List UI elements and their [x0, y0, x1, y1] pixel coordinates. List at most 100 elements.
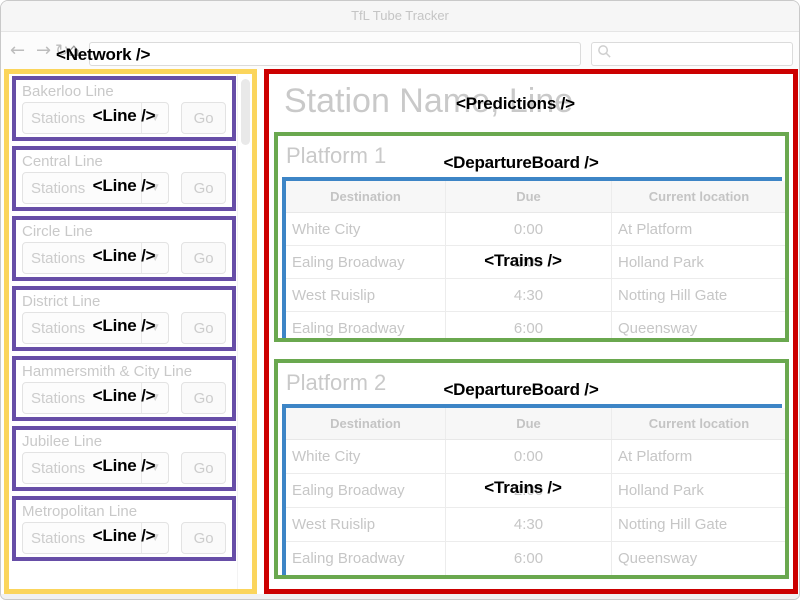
search-box[interactable] — [591, 42, 793, 66]
line-controls: Stations ▼ Go — [22, 382, 226, 414]
line-annotation: <Line /> — [92, 456, 156, 475]
platform-title: Platform 1 — [286, 143, 387, 168]
destination-cell: West Ruislip — [286, 507, 446, 542]
stations-select-value: Stations — [31, 179, 86, 197]
location-cell: At Platform — [611, 212, 785, 246]
line-name: Circle Line — [22, 223, 93, 240]
line-annotation: <Line /> — [92, 526, 156, 545]
stations-select[interactable]: Stations ▼ — [22, 452, 170, 484]
title-bar: TfL Tube Tracker — [1, 1, 799, 32]
departure-board-annotation: <DepartureBoard /> — [443, 153, 599, 172]
line-controls: Stations ▼ Go — [22, 242, 226, 274]
line-name: Hammersmith & City Line — [22, 363, 193, 380]
line-controls: Stations ▼ Go — [22, 102, 226, 134]
stations-select[interactable]: Stations ▼ — [22, 172, 170, 204]
line-card: Metropolitan Line <Line /> Stations ▼ Go — [12, 496, 236, 561]
scrollbar-thumb[interactable] — [241, 79, 250, 145]
due-cell: 0:00 — [445, 439, 612, 474]
line-name: Jubilee Line — [22, 433, 103, 450]
go-button[interactable]: Go — [181, 102, 226, 134]
destination-cell: Ealing Broadway — [286, 473, 446, 508]
go-button[interactable]: Go — [181, 172, 226, 204]
line-controls: Stations ▼ Go — [22, 172, 226, 204]
line-annotation: <Line /> — [92, 106, 156, 125]
column-header: Due — [445, 408, 612, 440]
scrollbar-track — [237, 74, 238, 589]
column-header: Destination — [286, 408, 446, 440]
go-button[interactable]: Go — [181, 312, 226, 344]
column-header: Destination — [286, 181, 446, 213]
forward-icon[interactable]: → — [36, 33, 51, 69]
trains-annotation: <Trains /> — [484, 478, 562, 497]
line-list: Bakerloo Line <Line /> Stations ▼ Go Cen… — [12, 76, 252, 561]
stations-select-value: Stations — [31, 249, 86, 267]
stations-select-value: Stations — [31, 459, 86, 477]
due-cell: 2:00 — [445, 245, 612, 279]
location-cell: Notting Hill Gate — [611, 278, 785, 312]
stations-select[interactable]: Stations ▼ — [22, 102, 170, 134]
reload-icon[interactable]: ↻ — [55, 33, 69, 69]
network-panel: Bakerloo Line <Line /> Stations ▼ Go Cen… — [4, 69, 257, 594]
due-cell: 4:30 — [445, 278, 612, 312]
line-card: Jubilee Line <Line /> Stations ▼ Go — [12, 426, 236, 491]
destination-cell: White City — [286, 439, 446, 474]
go-button[interactable]: Go — [181, 522, 226, 554]
due-cell: 4:30 — [445, 507, 612, 542]
line-name: Metropolitan Line — [22, 503, 138, 520]
line-card: Bakerloo Line <Line /> Stations ▼ Go — [12, 76, 236, 141]
line-card: Central Line <Line /> Stations ▼ Go — [12, 146, 236, 211]
chevron-down-icon: ▼ — [141, 103, 168, 133]
column-header: Current location — [611, 408, 785, 440]
go-button[interactable]: Go — [181, 452, 226, 484]
chevron-down-icon: ▼ — [141, 243, 168, 273]
stations-select-value: Stations — [31, 109, 86, 127]
location-cell: Holland Park — [611, 245, 785, 279]
line-name: Central Line — [22, 153, 103, 170]
location-cell: At Platform — [611, 439, 785, 474]
line-card: Hammersmith & City Line <Line /> Station… — [12, 356, 236, 421]
chevron-down-icon: ▼ — [141, 173, 168, 203]
browser-toolbar: ← → ↻ ⌂ — [1, 32, 799, 70]
stations-select-value: Stations — [31, 319, 86, 337]
stations-select[interactable]: Stations ▼ — [22, 312, 170, 344]
boards: Platform 1 <DepartureBoard /> Destinatio… — [274, 132, 793, 579]
address-bar-input[interactable] — [89, 42, 581, 66]
location-cell: Queensway — [611, 541, 785, 575]
line-card: Circle Line <Line /> Stations ▼ Go — [12, 216, 236, 281]
departure-board: Platform 1 <DepartureBoard /> Destinatio… — [274, 132, 789, 342]
back-icon[interactable]: ← — [10, 33, 25, 69]
destination-cell: Ealing Broadway — [286, 541, 446, 575]
window-bottom-edge — [1, 594, 799, 599]
line-controls: Stations ▼ Go — [22, 522, 226, 554]
search-input[interactable] — [612, 44, 792, 64]
line-controls: Stations ▼ Go — [22, 452, 226, 484]
stations-select-value: Stations — [31, 529, 86, 547]
home-icon[interactable]: ⌂ — [68, 33, 79, 69]
trains-annotation: <Trains /> — [484, 251, 562, 270]
go-button[interactable]: Go — [181, 382, 226, 414]
destination-cell: White City — [286, 212, 446, 246]
line-controls: Stations ▼ Go — [22, 312, 226, 344]
stations-select[interactable]: Stations ▼ — [22, 382, 170, 414]
chevron-down-icon: ▼ — [141, 453, 168, 483]
stations-select[interactable]: Stations ▼ — [22, 522, 170, 554]
line-name: Bakerloo Line — [22, 83, 114, 100]
location-cell: Holland Park — [611, 473, 785, 508]
line-annotation: <Line /> — [92, 386, 156, 405]
go-button[interactable]: Go — [181, 242, 226, 274]
window-title: TfL Tube Tracker — [351, 8, 449, 23]
network-annotation: <Network /> — [56, 45, 151, 64]
stations-select[interactable]: Stations ▼ — [22, 242, 170, 274]
destination-cell: Ealing Broadway — [286, 311, 446, 338]
column-header: Due — [445, 181, 612, 213]
